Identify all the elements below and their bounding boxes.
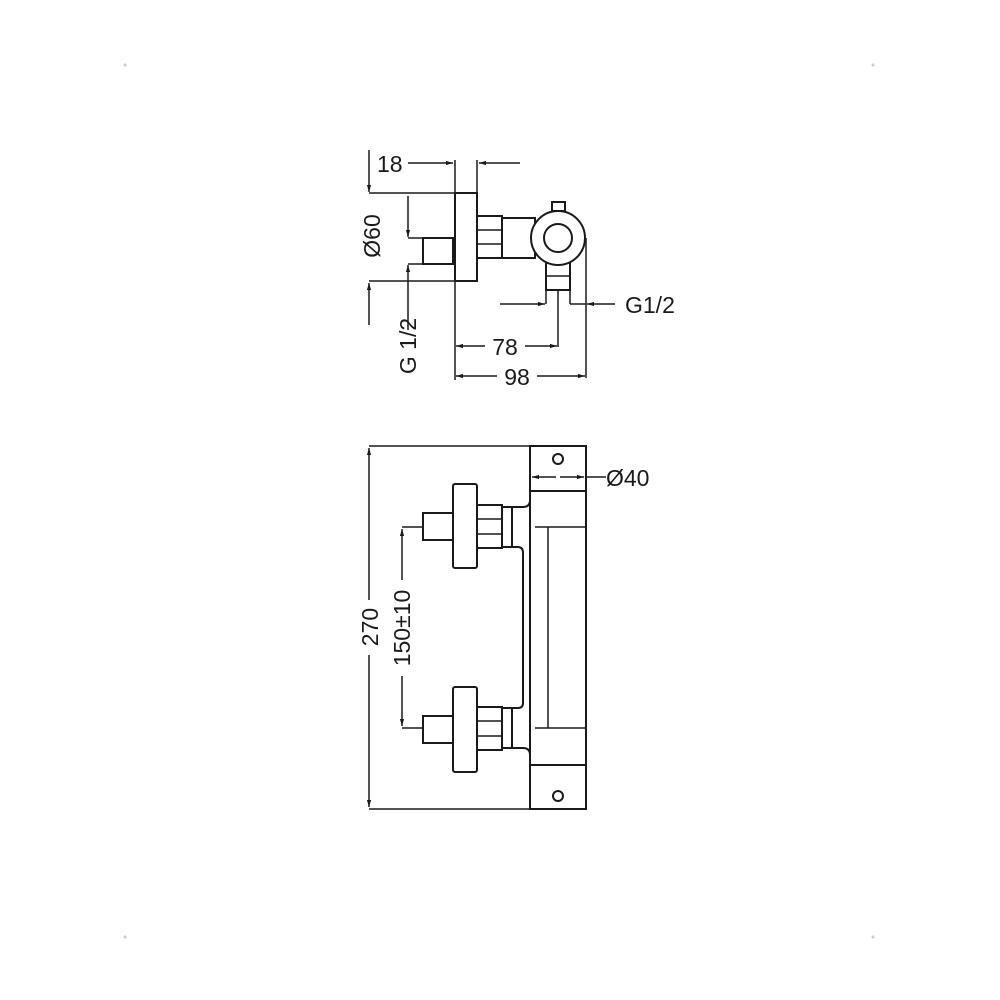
- front-view-dimensions: 270 150±10 Ø40: [357, 448, 649, 807]
- dim-inlet-thread: G 1/2: [395, 318, 421, 374]
- inner-circle: [543, 223, 573, 253]
- corner-marks: [123, 63, 875, 939]
- upper-inlet-fitting: [422, 483, 513, 569]
- dim-outlet-depth: 78: [492, 334, 518, 360]
- dim-body-diameter: Ø40: [606, 465, 649, 491]
- dim-plate-diameter: Ø60: [359, 214, 385, 257]
- mount-hole-top: [552, 453, 564, 465]
- inlet-plug: [422, 237, 454, 265]
- dim-outlet-thread: G1/2: [625, 292, 675, 318]
- thermostat-bar: [529, 445, 587, 810]
- side-view-dimensions: 18 Ø60 G 1/2 G1/2 78 98: [359, 150, 675, 390]
- dim-wall-offset: 18: [377, 151, 403, 177]
- body-curve-bottom: [512, 747, 531, 765]
- dim-total-depth: 98: [504, 364, 530, 390]
- top-knob: [551, 201, 566, 212]
- side-view-body: [422, 192, 586, 291]
- nut: [476, 215, 503, 259]
- dim-total-height: 270: [357, 608, 383, 646]
- dim-inlet-spacing: 150±10: [389, 590, 415, 667]
- front-view: 270 150±10 Ø40: [357, 445, 649, 810]
- front-view-body: [369, 445, 587, 810]
- body-curve-top: [512, 491, 531, 508]
- side-view: 18 Ø60 G 1/2 G1/2 78 98: [359, 150, 675, 390]
- body-edge: [512, 546, 524, 709]
- lower-inlet-fitting: [422, 686, 513, 773]
- mount-hole-bottom: [552, 790, 564, 802]
- wall-plate: [454, 192, 478, 282]
